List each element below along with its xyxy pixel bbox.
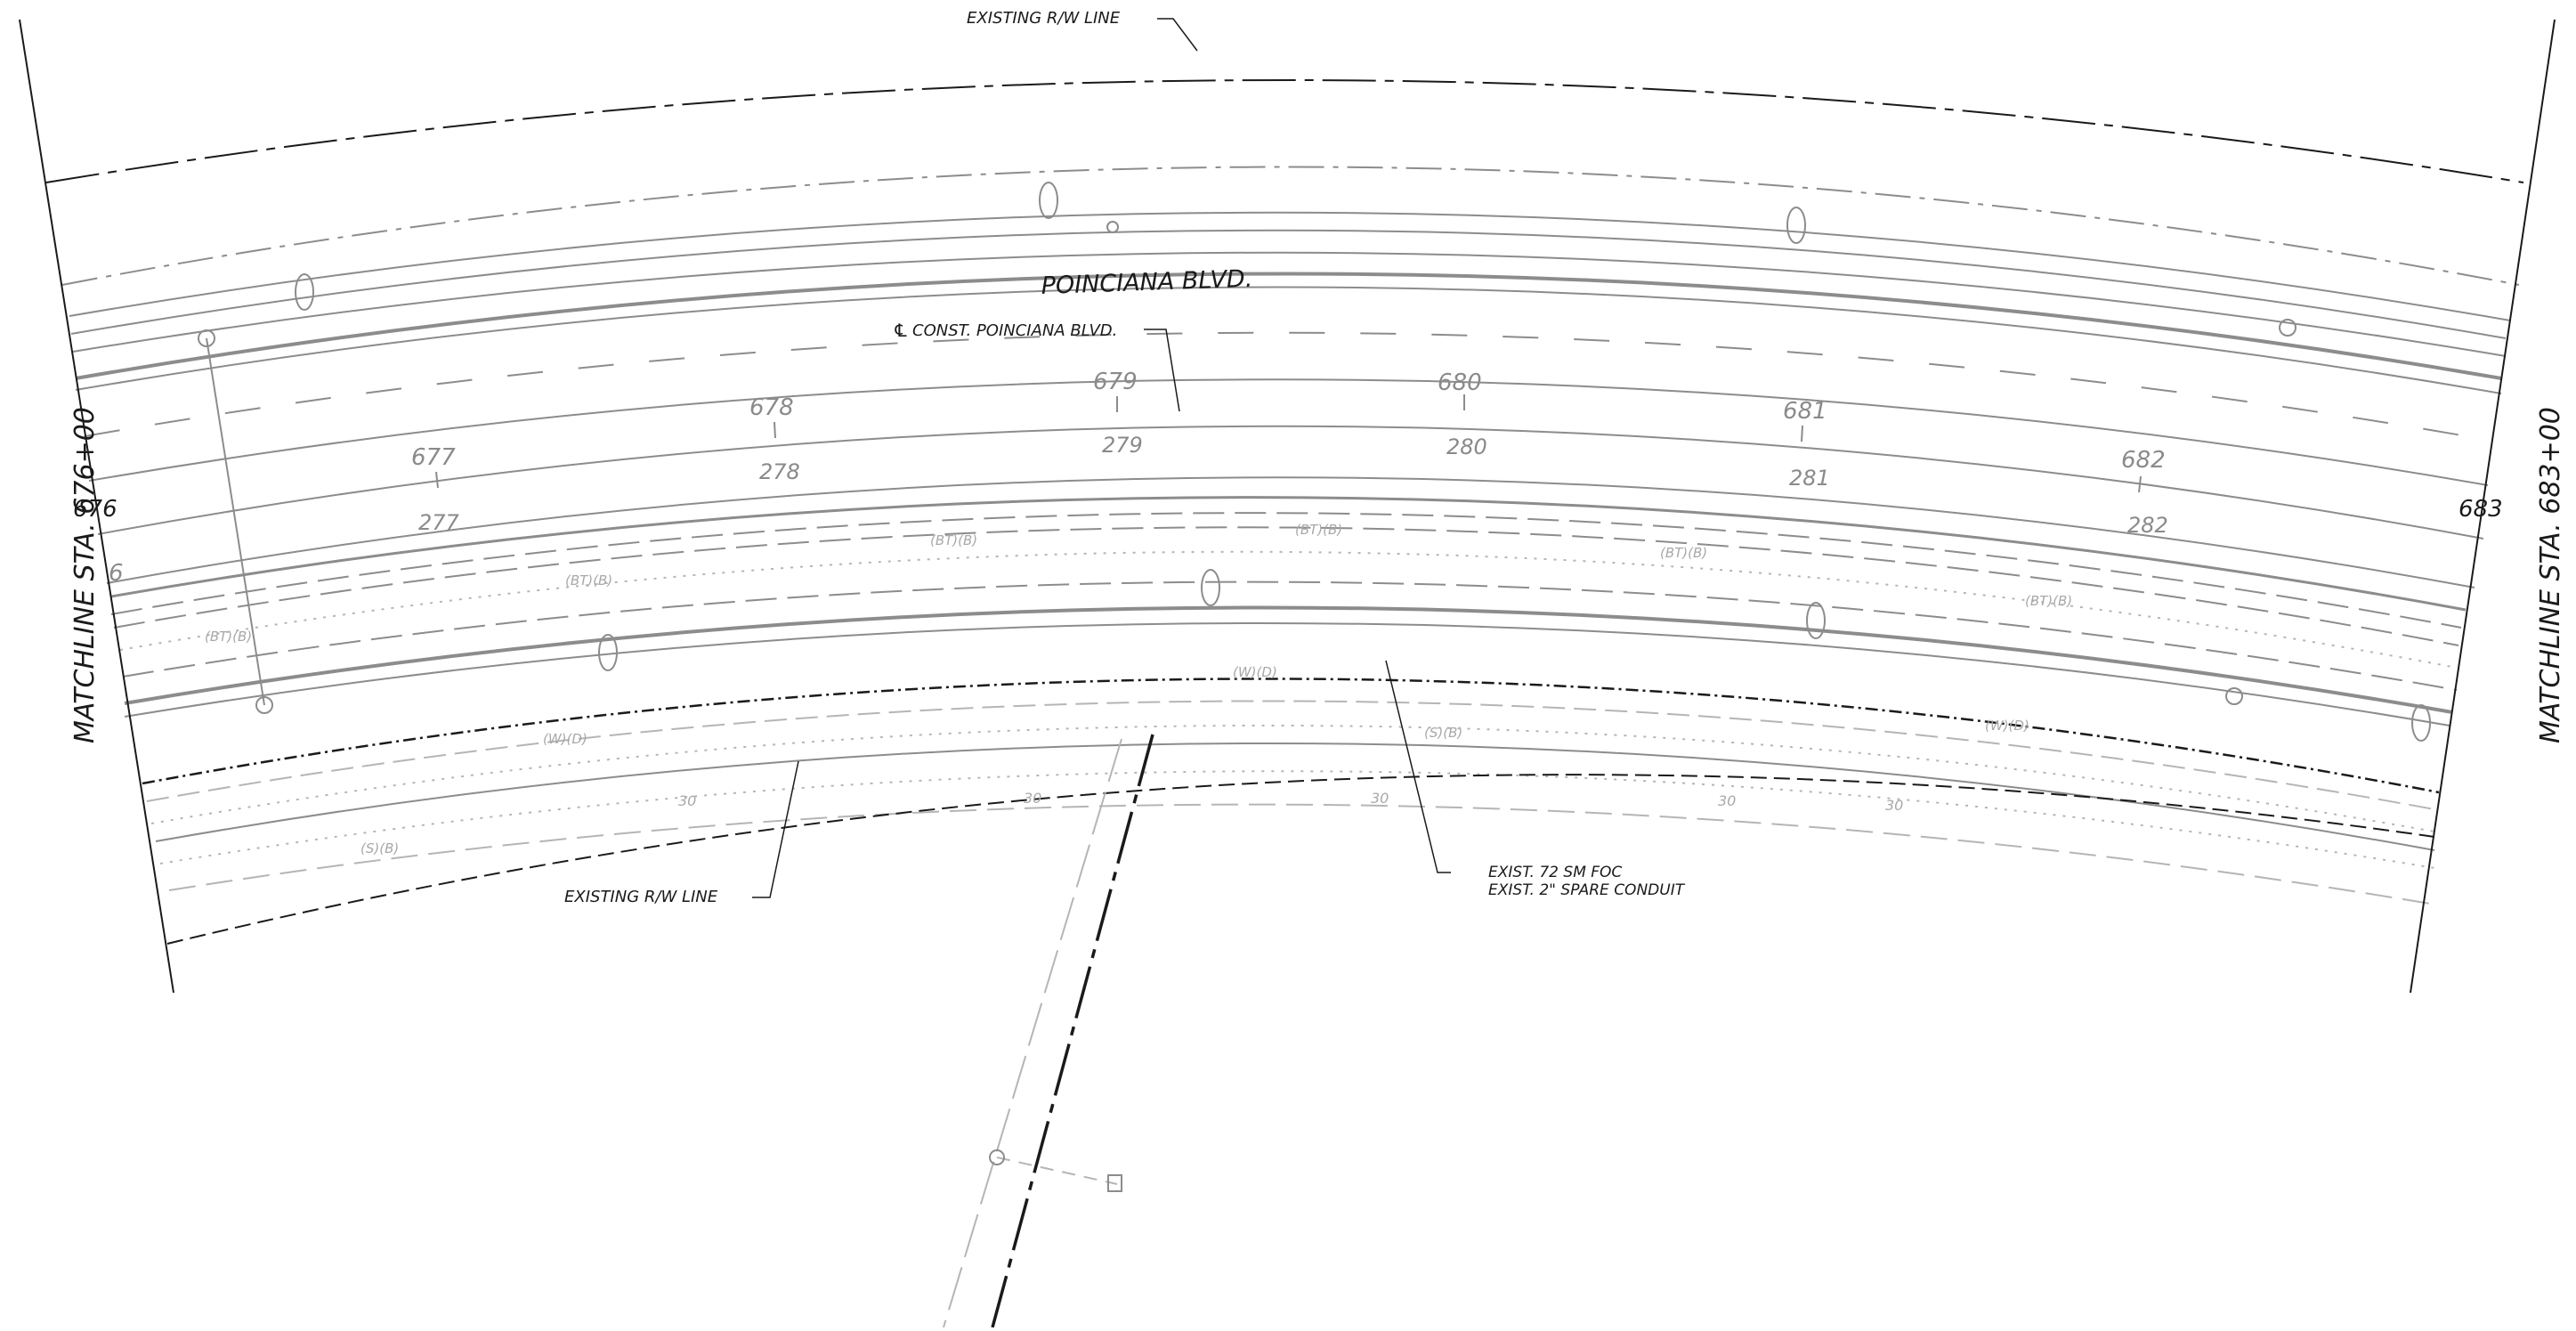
faint-dashed-line <box>168 803 2431 905</box>
contour-label-3: 30 <box>1371 790 1389 807</box>
bt-label-5: (BT)(B) <box>1660 545 1707 561</box>
water-line <box>146 700 2440 811</box>
matchline-left-label: MATCHLINE STA. 676+00 <box>69 407 101 743</box>
matchline-left-border <box>19 19 174 994</box>
contour-label-4: 30 <box>1718 792 1736 809</box>
exist-foc-line <box>142 678 2440 794</box>
contour-label-1: 30 <box>678 792 696 809</box>
bt-label-2: (BT)(B) <box>565 572 612 588</box>
outer-offset-line <box>61 166 2520 286</box>
foc-label-line2: EXIST. 2" SPARE CONDUIT <box>1488 881 1686 899</box>
rw-bottom-leader <box>752 760 799 898</box>
utility-box-symbol <box>1107 1174 1122 1192</box>
curb-line-upper-1 <box>69 211 2511 321</box>
dashed-line-lower-3 <box>122 580 2458 691</box>
manhole-symbol-4 <box>2225 687 2243 705</box>
light-pole-ellipse-2 <box>1039 182 1058 219</box>
station-682-label: 682 <box>2121 447 2166 474</box>
station-tick-678 <box>774 421 776 439</box>
dashed-line-lower-1 <box>110 512 2462 629</box>
road-name-label: POINCIANA BLVD. <box>1041 265 1253 300</box>
edge-of-pavement-lower <box>124 605 2453 714</box>
bt-label-6: (BT)(B) <box>2025 593 2072 609</box>
bt-label-1: (BT)(B) <box>205 629 252 645</box>
existing-feature-line <box>155 742 2435 851</box>
existing-rw-line-bottom <box>166 774 2435 945</box>
station-679-label: 679 <box>1093 369 1138 395</box>
crossing-utility-line <box>206 337 265 706</box>
pole-guy-line <box>996 1157 1118 1185</box>
station-277-label: 277 <box>418 510 460 535</box>
centerline-construction <box>88 378 2489 486</box>
station-680-label: 680 <box>1438 369 1482 396</box>
foc-leader <box>1385 660 1451 873</box>
matchline-right-label: MATCHLINE STA. 683+00 <box>2535 407 2566 743</box>
station-683-label: 683 <box>2459 496 2503 523</box>
station-line <box>97 425 2484 540</box>
contour-label-2: 30 <box>1024 790 1041 807</box>
manhole-symbol-1 <box>198 329 215 347</box>
edge-of-pavement-upper-2 <box>75 286 2502 394</box>
station-678-label: 678 <box>749 394 794 421</box>
station-tick-677 <box>435 471 439 489</box>
side-street-centerline <box>991 734 1154 1328</box>
water-label-2: (W)(D) <box>1233 664 1277 680</box>
manhole-symbol-2 <box>2279 319 2297 337</box>
light-pole-ellipse-3 <box>1786 207 1806 244</box>
edge-of-pavement-lower-2 <box>124 621 2450 726</box>
curb-line-lower-1 <box>110 496 2467 612</box>
station-282-label: 282 <box>2127 513 2168 538</box>
station-280-label: 280 <box>1446 434 1487 459</box>
contour-line-30 <box>159 770 2435 869</box>
centerline-label: CONST. POINCIANA BLVD. <box>912 321 1117 340</box>
station-278-label: 278 <box>759 459 800 484</box>
utility-pole-symbol <box>989 1149 1005 1165</box>
curb-line-upper-2 <box>70 229 2507 339</box>
rw-bottom-label: EXISTING R/W LINE <box>564 888 718 906</box>
station-676-label: 676 <box>73 496 117 523</box>
rw-top-leader <box>1157 18 1198 52</box>
light-pole-ellipse-7 <box>2411 704 2431 742</box>
existing-rw-line-top <box>45 79 2524 183</box>
water-label-3: (W)(D) <box>1985 718 2029 734</box>
partial-station-label: 6 <box>109 560 124 587</box>
station-281-label: 281 <box>1789 466 1830 491</box>
bt-label-3: (BT)(B) <box>930 532 977 548</box>
station-279-label: 279 <box>1102 433 1143 458</box>
sewer-line-dotted <box>150 724 2440 833</box>
light-pole-ellipse-5 <box>1201 569 1220 606</box>
matchline-right-border <box>2410 19 2556 994</box>
station-tick-682 <box>2138 475 2142 493</box>
edge-of-pavement-upper <box>75 272 2502 380</box>
rw-top-label: EXISTING R/W LINE <box>967 9 1121 28</box>
light-pole-ellipse-1 <box>295 273 314 311</box>
manhole-symbol-3 <box>255 696 273 714</box>
sewer-label-1: (S)(B) <box>360 840 399 856</box>
bt-label-4: (BT)(B) <box>1295 522 1342 538</box>
bt-dotted-line <box>119 550 2458 669</box>
side-street-edge <box>943 738 1122 1328</box>
light-pole-ellipse-4 <box>598 634 618 671</box>
light-pole-ellipse-6 <box>1806 602 1826 639</box>
contour-label-5: 30 <box>1885 797 1903 814</box>
sewer-label-2: (S)(B) <box>1424 725 1462 741</box>
lane-line-dashed <box>84 331 2493 442</box>
centerline-symbol: ℄ <box>893 320 909 341</box>
centerline-leader <box>1144 329 1180 412</box>
water-label-1: (W)(D) <box>543 731 587 747</box>
station-681-label: 681 <box>1783 398 1827 425</box>
sidewalk-line-upper <box>72 251 2507 357</box>
dashed-line-lower-2 <box>113 526 2459 646</box>
manhole-symbol-5 <box>1106 221 1119 233</box>
baseline-lower <box>106 476 2475 588</box>
foc-label-line1: EXIST. 72 SM FOC <box>1488 864 1622 881</box>
station-677-label: 677 <box>411 444 456 471</box>
